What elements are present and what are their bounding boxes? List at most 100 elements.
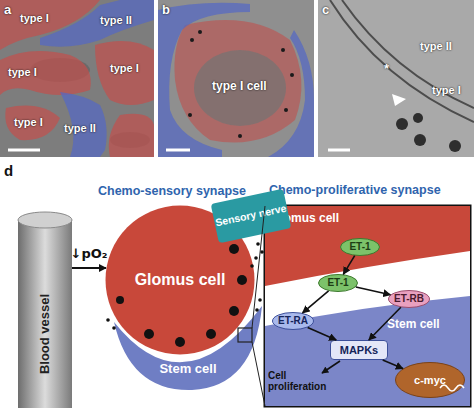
scale-bar (166, 149, 190, 152)
cell-type-label: type I (14, 116, 43, 128)
signal-arrow (356, 287, 391, 295)
vesicle (198, 30, 202, 34)
vessel-body (18, 220, 72, 408)
node-label: Glomus cell (135, 271, 226, 289)
type-one-cell-overlay (0, 51, 91, 95)
vesicle (116, 296, 124, 304)
zoom-line (252, 342, 265, 406)
cell-type-label: type I (8, 66, 37, 78)
cell-membrane (342, 0, 474, 108)
micrograph-background (158, 0, 314, 157)
vesicle (284, 108, 288, 112)
node-label: MAPKs (340, 344, 379, 357)
panel-letter: a (4, 3, 11, 17)
transmitter-dot (254, 256, 258, 260)
transmitter-dot (256, 242, 260, 246)
synapse-inset: ET-1Glomus cellET-1ET-RB ET-RA MAPKs c-myc S… (265, 206, 470, 406)
vesicle (396, 118, 408, 130)
glomus-region-shape (265, 206, 470, 286)
node-label: Sensory nerve (214, 203, 287, 229)
glomus-cell-region: ET-1Glomus cell (265, 206, 470, 301)
node-label: ET-1 (349, 241, 370, 253)
panel-letter: c (322, 3, 329, 17)
transmitter-dot (250, 264, 254, 268)
transmitter-dot (258, 298, 262, 302)
type-two-cell-overlay (268, 30, 314, 157)
cell-type-label: type II (64, 122, 96, 134)
vesicle (290, 73, 294, 77)
endothelin-ligand: ET-1 (318, 274, 358, 292)
vesicle (449, 140, 461, 152)
nucleus (194, 50, 286, 126)
nucleus: c-myc (395, 362, 465, 398)
type-two-cell-overlay (60, 92, 107, 157)
type-one-cell-overlay (174, 20, 301, 143)
signal-arrow (72, 267, 106, 269)
transmitter-dot (112, 326, 116, 330)
micrograph-background (318, 0, 474, 157)
proliferation-arrow (322, 361, 340, 373)
cell-type-label: type II (100, 14, 132, 26)
receptor-a: ET-RA (272, 312, 314, 330)
transmitter-dot (260, 250, 264, 254)
signal-arrow (383, 360, 403, 369)
panel-letter: d (4, 163, 13, 180)
type-one-cell-overlay (109, 114, 154, 157)
stem-region-shape (265, 296, 470, 406)
signal-arrow (303, 291, 329, 313)
scale-bar (328, 149, 350, 152)
cell-type-label: type I cell (212, 80, 267, 93)
vesicle (281, 48, 285, 52)
vesicle (206, 329, 216, 339)
panel-letter: b (162, 3, 170, 17)
node-label: Chemo-proliferative synapse (269, 183, 441, 197)
node-label: ET-RA (278, 315, 308, 327)
type-one-cell-overlay (95, 41, 154, 105)
edge-label: ↓pO₂ (71, 246, 108, 261)
type-one-cell-overlay (5, 106, 60, 141)
cell-type-label: type I (432, 84, 461, 96)
vesicle (190, 38, 194, 42)
endothelin-ligand-shape (319, 275, 358, 292)
node-label: ET-RB (394, 293, 424, 305)
node-label: Stem cell (387, 318, 440, 332)
signal-arrow (369, 307, 401, 340)
signal-arrow (343, 256, 354, 275)
signal-arrow (308, 327, 337, 340)
endothelin-ligand: ET-1 (340, 238, 380, 256)
mapk-box: MAPKs (330, 340, 388, 360)
type-two-cell-overlay (40, 0, 154, 47)
zoom-line (252, 206, 265, 328)
vesicle (413, 113, 423, 123)
blood-vessel: Blood vessel (18, 212, 72, 408)
dense-core-vesicles (188, 30, 294, 138)
vesicle (144, 329, 154, 339)
endothelin-ligand-shape (341, 239, 380, 256)
section-heading: Chemo-sensory synapse (98, 185, 246, 199)
scale-bar (8, 149, 40, 152)
secretory-vesicles (116, 244, 247, 347)
node-label: c-myc (414, 374, 446, 387)
vesicle (238, 134, 242, 138)
vesicle (229, 306, 239, 316)
vesicle (188, 113, 192, 117)
transmitter-dot (255, 308, 259, 312)
vesicle (414, 134, 426, 146)
asterisk-marker: * (384, 62, 389, 76)
cell-type-label: type II (420, 40, 452, 52)
nucleus-shape (396, 363, 465, 398)
type-two-cell-overlay (158, 3, 250, 157)
vesicle (229, 244, 239, 254)
receptor-a-shape (273, 313, 314, 330)
receptor-b: ET-RB (388, 290, 430, 308)
zoom-box (238, 328, 252, 342)
vesicle (175, 337, 185, 347)
transmitter-dot (106, 318, 110, 322)
cell-membrane (330, 0, 474, 122)
node-label: ET-1 (327, 277, 348, 289)
vesicle (237, 275, 247, 285)
receptor-b-shape (389, 291, 430, 308)
released-transmitter (106, 242, 264, 330)
cell-type-label: type I (20, 12, 49, 24)
